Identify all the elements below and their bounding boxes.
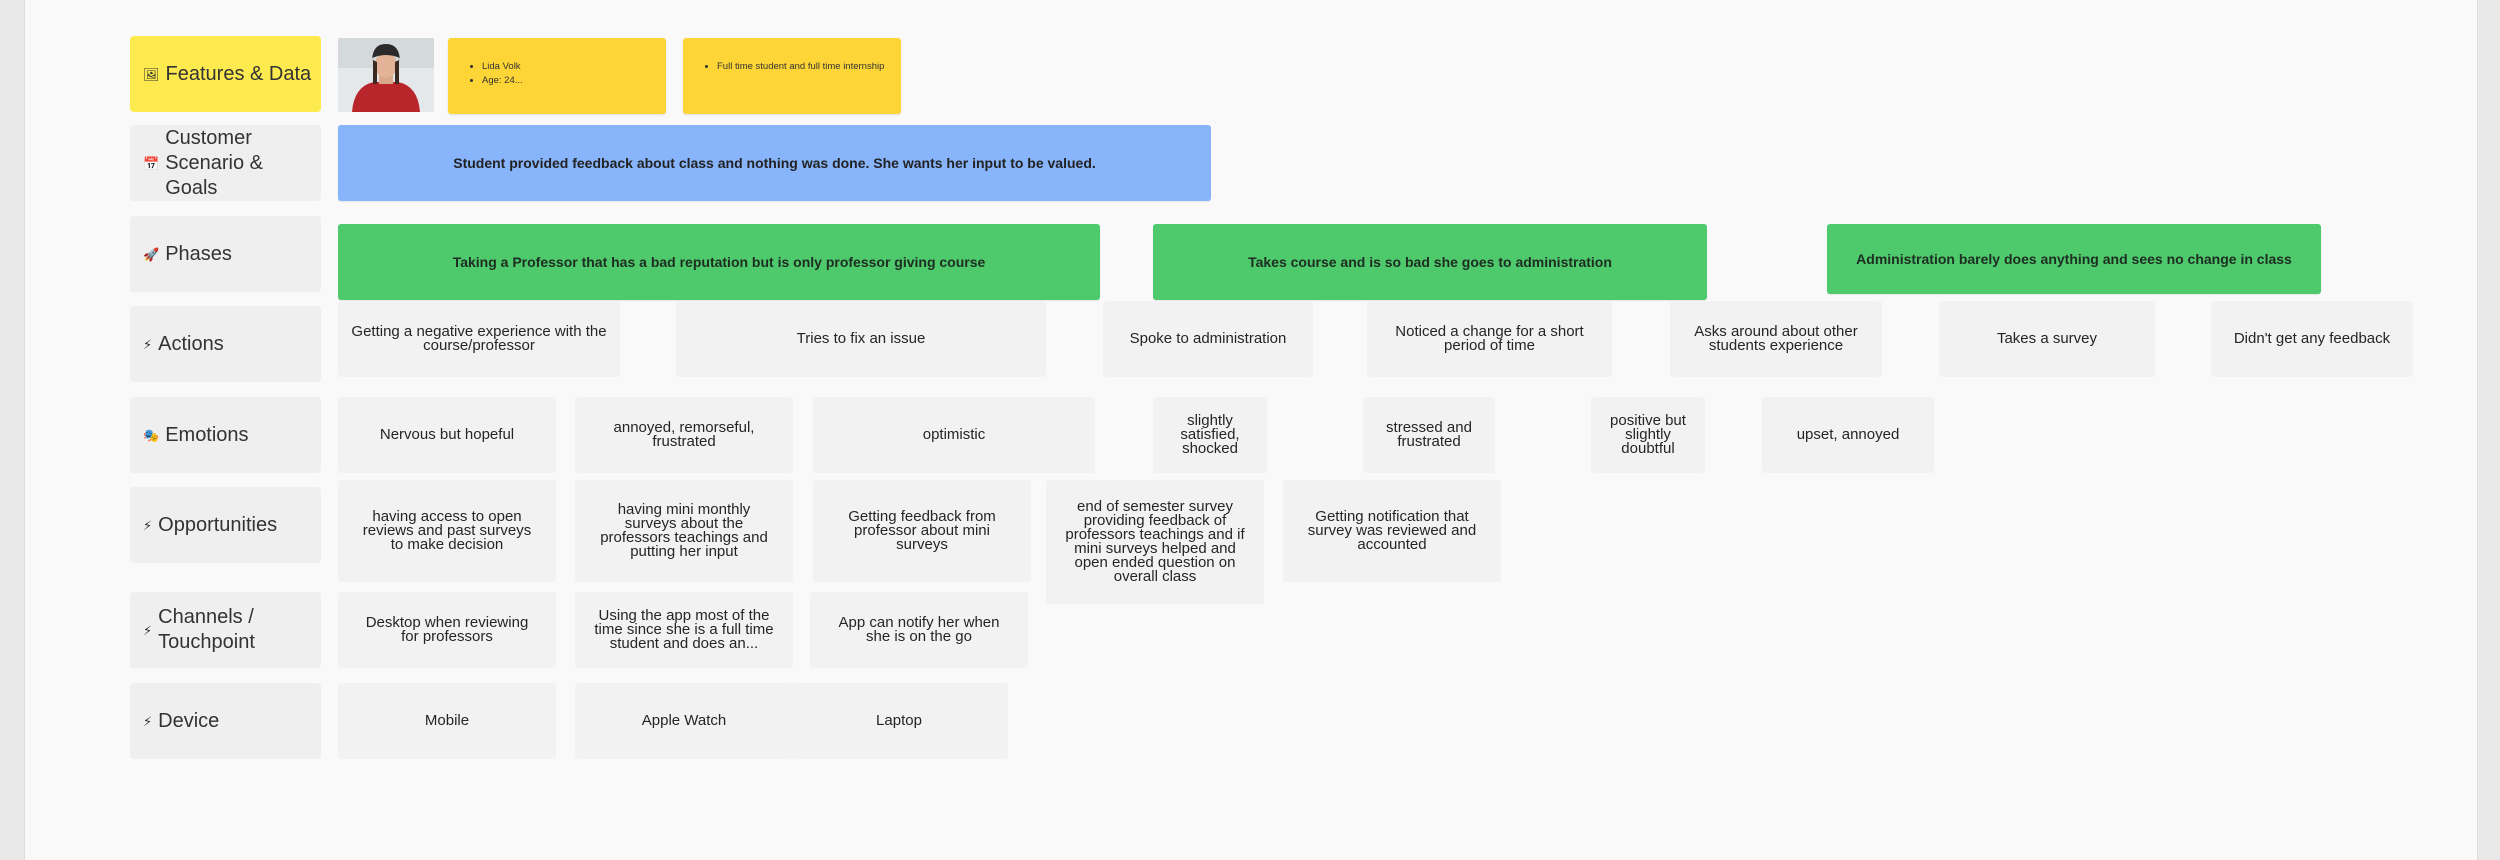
- rocket-icon: 🚀: [143, 242, 159, 267]
- row-label-text: Features & Data: [166, 62, 312, 87]
- card-text: Asks around about other students experie…: [1680, 325, 1872, 353]
- persona-photo[interactable]: [338, 38, 434, 112]
- card-text: end of semester survey providing feedbac…: [1060, 500, 1250, 584]
- opportunity-card[interactable]: having mini monthly surveys about the pr…: [575, 480, 793, 582]
- persona-photo-image: [338, 38, 434, 112]
- emotion-card[interactable]: annoyed, remorseful, frustrated: [575, 397, 793, 473]
- card-text: having access to open reviews and past s…: [362, 510, 532, 552]
- emotion-card[interactable]: optimistic: [813, 397, 1095, 473]
- list-item: Age: 24...: [482, 74, 652, 88]
- card-text: Nervous but hopeful: [380, 428, 514, 442]
- row-label-text: Device: [158, 709, 219, 734]
- phase-card[interactable]: Taking a Professor that has a bad reputa…: [338, 224, 1100, 300]
- card-text: Desktop when reviewing for professors: [359, 616, 535, 644]
- lightning-icon: ⚡: [143, 709, 152, 734]
- row-label-scenario[interactable]: 📅 Customer Scenario & Goals: [130, 125, 321, 201]
- card-text: stressed and frustrated: [1379, 421, 1479, 449]
- card-text: Laptop: [876, 714, 922, 728]
- card-text: App can notify her when she is on the go: [834, 616, 1004, 644]
- card-text: Noticed a change for a short period of t…: [1377, 325, 1602, 353]
- action-card[interactable]: Tries to fix an issue: [676, 301, 1046, 377]
- action-card[interactable]: Didn't get any feedback: [2211, 301, 2413, 377]
- card-text: Takes course and is so bad she goes to a…: [1248, 255, 1612, 269]
- theater-masks-icon: 🎭: [143, 423, 159, 448]
- row-label-phases[interactable]: 🚀 Phases: [130, 216, 321, 292]
- card-text: Tries to fix an issue: [797, 332, 926, 346]
- row-label-text: Actions: [158, 332, 224, 357]
- action-card[interactable]: Takes a survey: [1939, 301, 2155, 377]
- row-label-text: Phases: [165, 242, 232, 267]
- image-icon: 🖼: [143, 62, 160, 87]
- row-label-actions[interactable]: ⚡ Actions: [130, 306, 321, 382]
- opportunity-card[interactable]: having access to open reviews and past s…: [338, 480, 556, 582]
- channel-card[interactable]: Using the app most of the time since she…: [575, 592, 793, 668]
- card-text: Using the app most of the time since she…: [592, 609, 776, 651]
- row-label-emotions[interactable]: 🎭 Emotions: [130, 397, 321, 473]
- card-text: Apple Watch: [642, 714, 727, 728]
- row-label-features[interactable]: 🖼 Features & Data: [130, 36, 321, 112]
- opportunity-card[interactable]: Getting feedback from professor about mi…: [813, 480, 1031, 582]
- card-text: Takes a survey: [1997, 332, 2097, 346]
- sticky-note-context[interactable]: Full time student and full time internsh…: [683, 38, 901, 114]
- row-label-device[interactable]: ⚡ Device: [130, 683, 321, 759]
- row-label-opportunities[interactable]: ⚡ Opportunities: [130, 487, 321, 563]
- card-text: positive but slightly doubtful: [1607, 414, 1689, 456]
- list-item: Lida Volk: [482, 60, 652, 74]
- sticky-note-persona[interactable]: Lida Volk Age: 24...: [448, 38, 666, 114]
- card-text: Taking a Professor that has a bad reputa…: [453, 255, 986, 269]
- device-card[interactable]: Laptop: [790, 683, 1008, 759]
- card-text: Student provided feedback about class an…: [453, 156, 1096, 170]
- opportunity-card[interactable]: Getting notification that survey was rev…: [1283, 480, 1501, 582]
- action-card[interactable]: Getting a negative experience with the c…: [338, 301, 620, 377]
- card-text: slightly satisfied, shocked: [1175, 414, 1245, 456]
- row-label-text: Emotions: [165, 423, 248, 448]
- card-text: optimistic: [923, 428, 986, 442]
- card-text: upset, annoyed: [1797, 428, 1900, 442]
- scenario-card[interactable]: Student provided feedback about class an…: [338, 125, 1211, 201]
- lightning-icon: ⚡: [143, 513, 152, 538]
- emotion-card[interactable]: positive but slightly doubtful: [1591, 397, 1705, 473]
- opportunity-card[interactable]: end of semester survey providing feedbac…: [1046, 480, 1264, 604]
- card-text: Getting a negative experience with the c…: [348, 325, 610, 353]
- emotion-card[interactable]: Nervous but hopeful: [338, 397, 556, 473]
- card-text: Getting notification that survey was rev…: [1302, 510, 1482, 552]
- channel-card[interactable]: Desktop when reviewing for professors: [338, 592, 556, 668]
- action-card[interactable]: Asks around about other students experie…: [1670, 301, 1882, 377]
- card-text: Mobile: [425, 714, 469, 728]
- emotion-card[interactable]: upset, annoyed: [1762, 397, 1934, 473]
- row-label-text: Channels / Touchpoint: [158, 605, 288, 655]
- device-card[interactable]: Mobile: [338, 683, 556, 759]
- row-label-text: Customer Scenario & Goals: [165, 126, 315, 201]
- phase-card[interactable]: Takes course and is so bad she goes to a…: [1153, 224, 1707, 300]
- card-text: having mini monthly surveys about the pr…: [596, 503, 772, 559]
- row-label-channels[interactable]: ⚡ Channels / Touchpoint: [130, 592, 321, 668]
- emotion-card[interactable]: stressed and frustrated: [1363, 397, 1495, 473]
- card-text: Getting feedback from professor about mi…: [842, 510, 1002, 552]
- list-item: Full time student and full time internsh…: [717, 60, 887, 74]
- card-text: Didn't get any feedback: [2234, 332, 2390, 346]
- action-card[interactable]: Noticed a change for a short period of t…: [1367, 301, 1612, 377]
- card-text: annoyed, remorseful, frustrated: [609, 421, 759, 449]
- card-text: Spoke to administration: [1130, 332, 1287, 346]
- lightning-icon: ⚡: [143, 618, 152, 643]
- card-text: Administration barely does anything and …: [1856, 252, 2292, 266]
- channel-card[interactable]: App can notify her when she is on the go: [810, 592, 1028, 668]
- lightning-icon: ⚡: [143, 332, 152, 357]
- action-card[interactable]: Spoke to administration: [1103, 301, 1313, 377]
- phase-card[interactable]: Administration barely does anything and …: [1827, 224, 2321, 294]
- row-label-text: Opportunities: [158, 513, 277, 538]
- calendar-icon: 📅: [143, 151, 159, 176]
- emotion-card[interactable]: slightly satisfied, shocked: [1153, 397, 1267, 473]
- device-card[interactable]: Apple Watch: [575, 683, 793, 759]
